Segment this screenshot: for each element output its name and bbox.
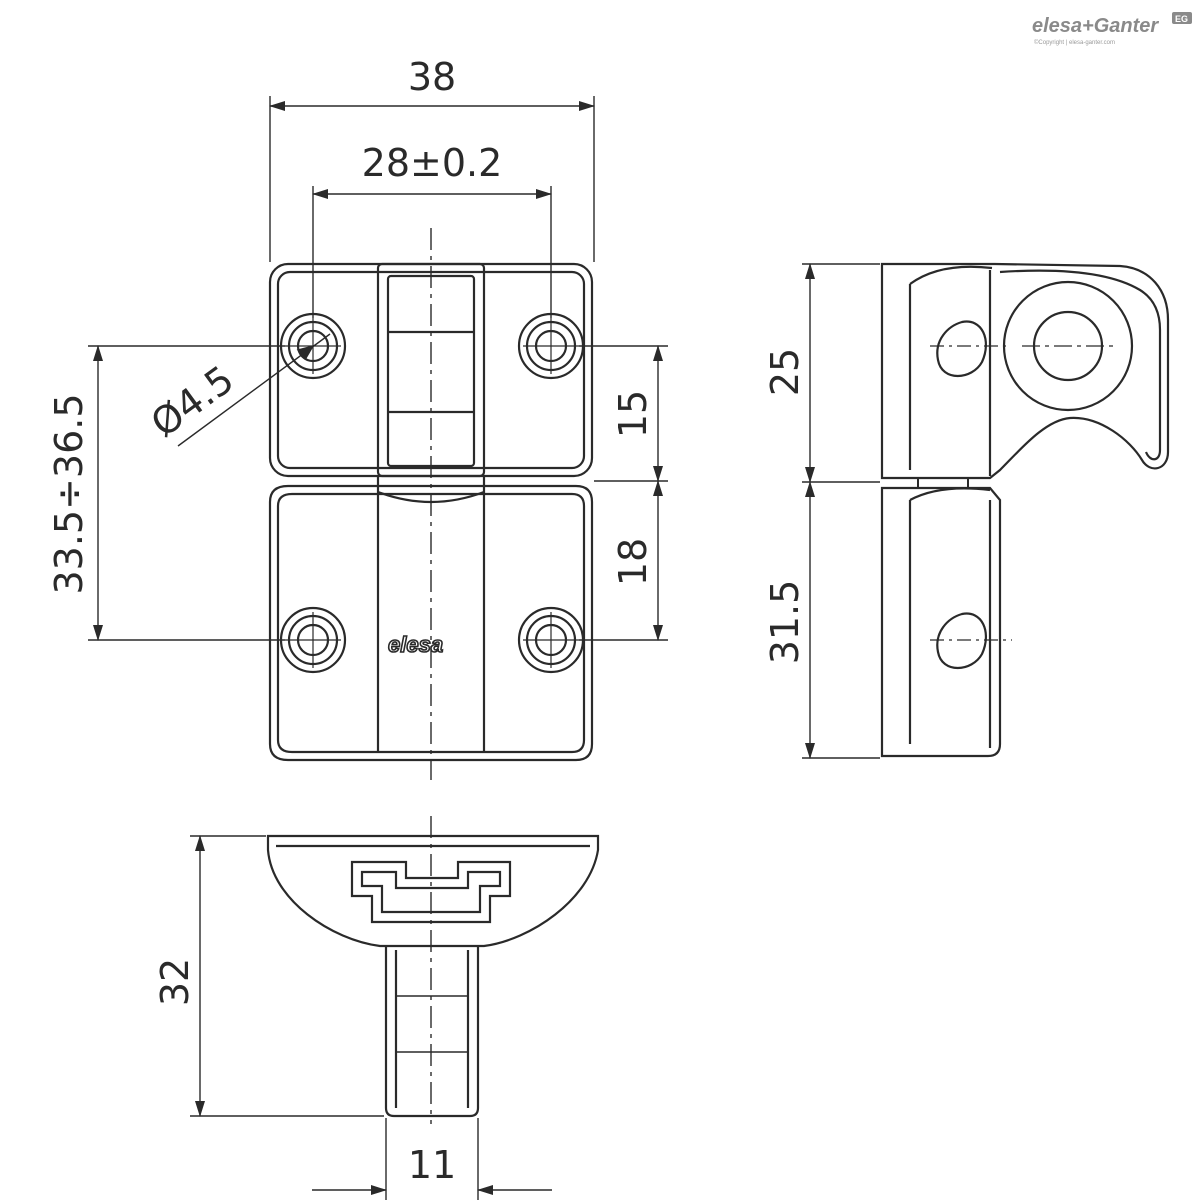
brand-badge-icon xyxy=(1172,12,1192,24)
part-logo: elesa xyxy=(388,632,443,657)
front-dimensions xyxy=(88,96,668,641)
bottom-flange xyxy=(266,834,600,948)
front-view xyxy=(268,228,594,780)
dim-hole-vertical-range: 33.5÷36.5 xyxy=(47,393,91,594)
lower-leaf xyxy=(268,484,594,762)
dim-bottom-width: 11 xyxy=(408,1143,456,1187)
bottom-dimensions xyxy=(190,835,552,1200)
brand-name: elesa+Ganter xyxy=(1032,15,1159,37)
dim-side-lower-height: 31.5 xyxy=(763,580,807,665)
side-hole-lower xyxy=(936,612,987,669)
side-dimensions xyxy=(802,263,880,759)
dim-lower-hole-offset: 18 xyxy=(611,538,655,586)
side-hole-upper xyxy=(936,320,987,377)
dim-hole-diameter: Ø4.5 xyxy=(143,357,242,446)
bottom-stem xyxy=(384,946,480,1118)
dim-hole-spacing: 28±0.2 xyxy=(362,141,503,185)
brand-copyright: ©Copyright | elesa-ganter.com xyxy=(1034,39,1115,46)
brand-logo: elesa+Ganter ©Copyright | elesa-ganter.c… xyxy=(1032,12,1192,46)
side-view xyxy=(880,262,1170,758)
dim-upper-hole-offset: 15 xyxy=(611,390,655,438)
side-upper-body xyxy=(880,262,1170,480)
dim-side-upper-height: 25 xyxy=(763,348,807,396)
brand-badge: EG xyxy=(1175,14,1188,24)
bottom-slot xyxy=(350,860,512,924)
bottom-view xyxy=(266,816,600,1124)
side-lower-body xyxy=(880,486,1002,758)
dim-bottom-depth: 32 xyxy=(153,958,197,1006)
dim-overall-width: 38 xyxy=(408,55,456,99)
